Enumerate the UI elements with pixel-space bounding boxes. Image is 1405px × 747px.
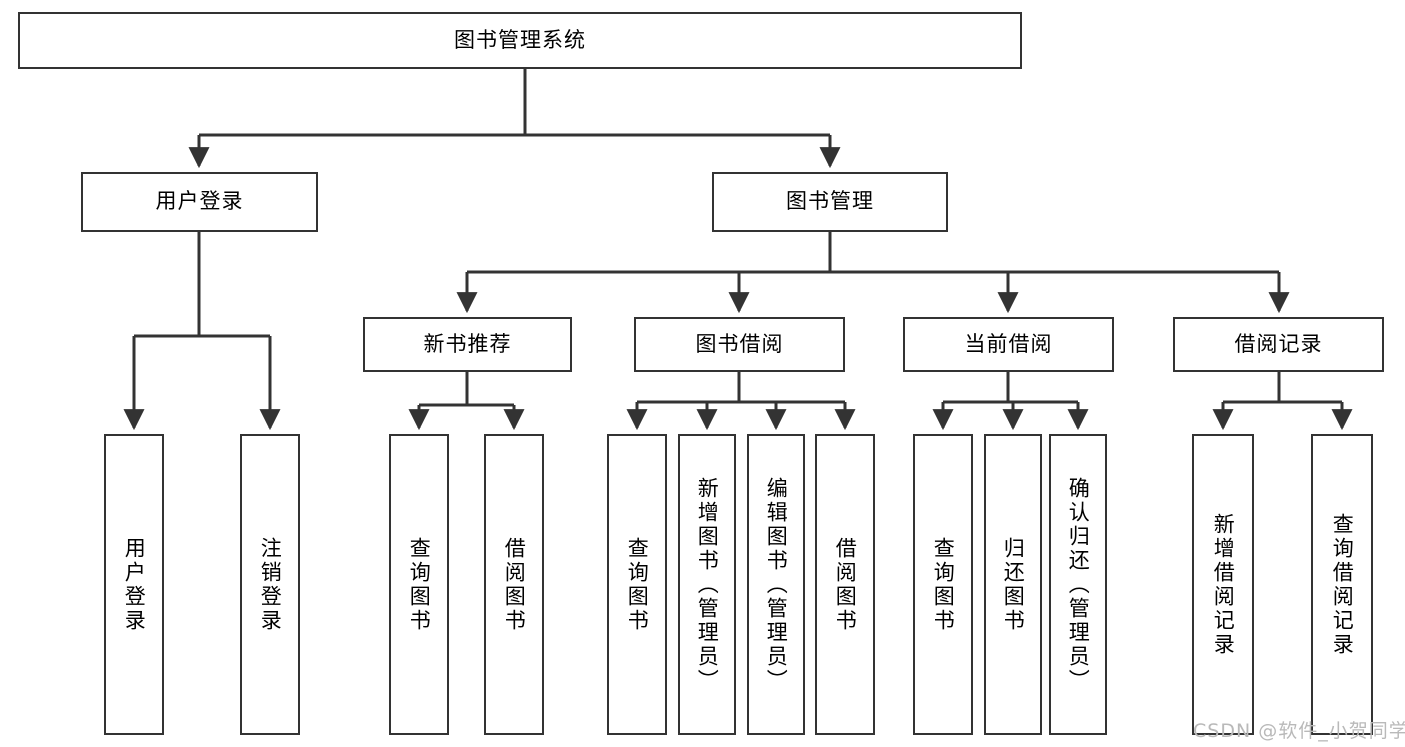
leaf-confirm-return-admin[interactable]: 确认归还（管理员） — [1049, 434, 1107, 735]
node-label: 注销登录 — [258, 536, 283, 633]
leaf-query-borrow-record[interactable]: 查询借阅记录 — [1311, 434, 1373, 735]
leaf-query-book-current[interactable]: 查询图书 — [913, 434, 973, 735]
leaf-query-book-newbook[interactable]: 查询图书 — [389, 434, 449, 735]
leaf-add-book-admin[interactable]: 新增图书（管理员） — [678, 434, 736, 735]
node-new-book-recommend[interactable]: 新书推荐 — [363, 317, 572, 372]
node-label: 新增图书（管理员） — [695, 476, 720, 693]
node-label: 查询图书 — [625, 536, 650, 633]
node-label: 借阅记录 — [1234, 331, 1323, 356]
node-label: 查询图书 — [407, 536, 432, 633]
node-borrow-record[interactable]: 借阅记录 — [1173, 317, 1384, 372]
leaf-edit-book-admin[interactable]: 编辑图书（管理员） — [747, 434, 805, 735]
node-label: 当前借阅 — [964, 331, 1053, 356]
node-label: 编辑图书（管理员） — [764, 476, 789, 693]
node-user-login[interactable]: 用户登录 — [81, 172, 318, 232]
leaf-borrow-book[interactable]: 借阅图书 — [815, 434, 875, 735]
leaf-borrow-book-newbook[interactable]: 借阅图书 — [484, 434, 544, 735]
node-book-management[interactable]: 图书管理 — [712, 172, 948, 232]
leaf-query-book-borrow[interactable]: 查询图书 — [607, 434, 667, 735]
leaf-return-book[interactable]: 归还图书 — [984, 434, 1042, 735]
node-label: 查询借阅记录 — [1330, 512, 1355, 657]
node-root-system[interactable]: 图书管理系统 — [18, 12, 1022, 69]
node-label: 查询图书 — [931, 536, 956, 633]
node-label: 确认归还（管理员） — [1066, 476, 1091, 693]
node-label: 图书借阅 — [695, 331, 784, 356]
leaf-add-borrow-record[interactable]: 新增借阅记录 — [1192, 434, 1254, 735]
node-label: 借阅图书 — [833, 536, 858, 633]
node-book-borrow[interactable]: 图书借阅 — [634, 317, 845, 372]
node-current-borrow[interactable]: 当前借阅 — [903, 317, 1114, 372]
leaf-user-login[interactable]: 用户登录 — [104, 434, 164, 735]
node-label: 图书管理系统 — [454, 27, 586, 52]
node-label: 新书推荐 — [423, 331, 512, 356]
node-label: 新增借阅记录 — [1211, 512, 1236, 657]
node-label: 归还图书 — [1001, 536, 1026, 633]
node-label: 用户登录 — [155, 189, 244, 214]
leaf-logout[interactable]: 注销登录 — [240, 434, 300, 735]
node-label: 用户登录 — [122, 536, 147, 633]
csdn-watermark: CSDN @软件_小贺同学 — [1193, 720, 1405, 742]
node-label: 图书管理 — [786, 189, 874, 214]
node-label: 借阅图书 — [502, 536, 527, 633]
